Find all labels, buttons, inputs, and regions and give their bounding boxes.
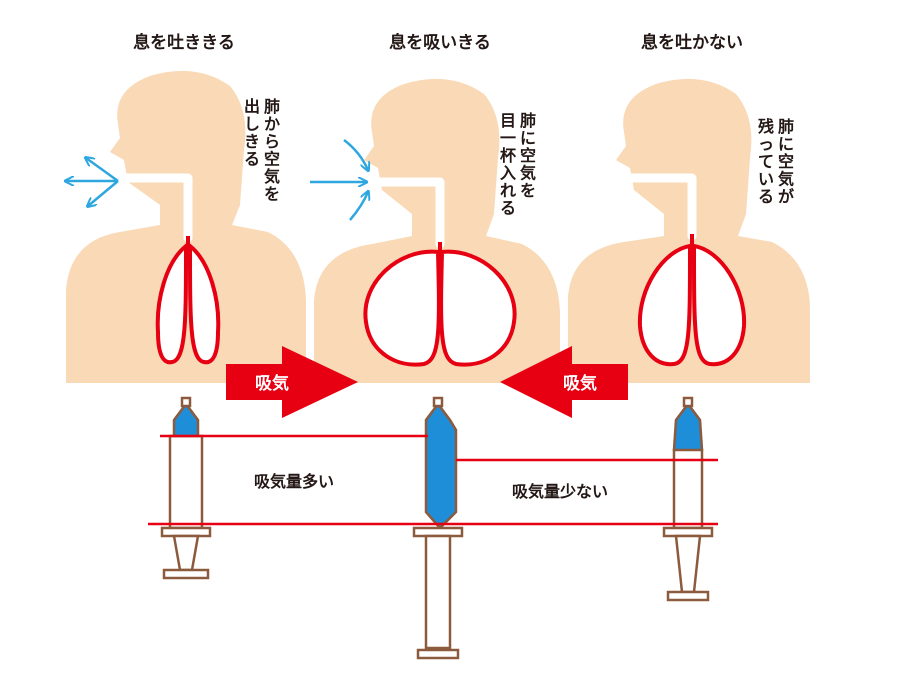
panel-no-exhale: 息を吐かない 肺に空気が 残っている <box>568 32 810 383</box>
small-volume-label: 吸気量少ない <box>512 482 608 501</box>
panel-caption-2b: 目一杯入れる <box>500 111 517 218</box>
inhale-arrow-left: 吸気 <box>226 346 358 418</box>
syringe-3 <box>662 396 714 602</box>
inhale-arrow-left-label: 吸気 <box>255 373 289 394</box>
panel-title-2: 息を吸いきる <box>389 32 491 53</box>
lung-left-1 <box>155 241 189 365</box>
large-volume-label: 吸気量多い <box>254 472 334 491</box>
panel-title-1: 息を吐ききる <box>133 32 235 53</box>
trachea-3 <box>625 173 697 241</box>
panel-caption-1b: 出しきる <box>244 97 260 169</box>
panel-title-3: 息を吐かない <box>641 32 743 53</box>
syringe-1 <box>160 396 212 580</box>
trachea-2 <box>371 177 445 249</box>
lung-right-1 <box>187 241 221 365</box>
lung-left-3 <box>637 243 693 367</box>
panel-exhale-fully: 息を吐ききる 肺から空気を 出しきる <box>66 32 306 383</box>
lung-left-2 <box>363 249 441 367</box>
panel-caption-3b: 残っている <box>758 117 774 206</box>
lung-right-2 <box>439 249 517 367</box>
panel-caption-2a: 肺に空気を <box>520 111 536 200</box>
inhale-air-arrows <box>310 139 368 221</box>
lung-right-3 <box>691 243 747 367</box>
syringe-2 <box>412 396 464 660</box>
panel-inhale-fully: 息を吸いきる 肺に空気を 目一杯入れる <box>310 32 560 383</box>
inhale-arrow-right-label: 吸気 <box>563 373 597 394</box>
volume-lines <box>148 434 718 526</box>
exhale-air-arrows <box>66 158 119 206</box>
panel-caption-1a: 肺から空気を <box>264 97 280 204</box>
trachea-1 <box>117 173 193 243</box>
panel-caption-3a: 肺に空気が <box>778 117 794 206</box>
inhale-arrow-right: 吸気 <box>500 346 628 418</box>
